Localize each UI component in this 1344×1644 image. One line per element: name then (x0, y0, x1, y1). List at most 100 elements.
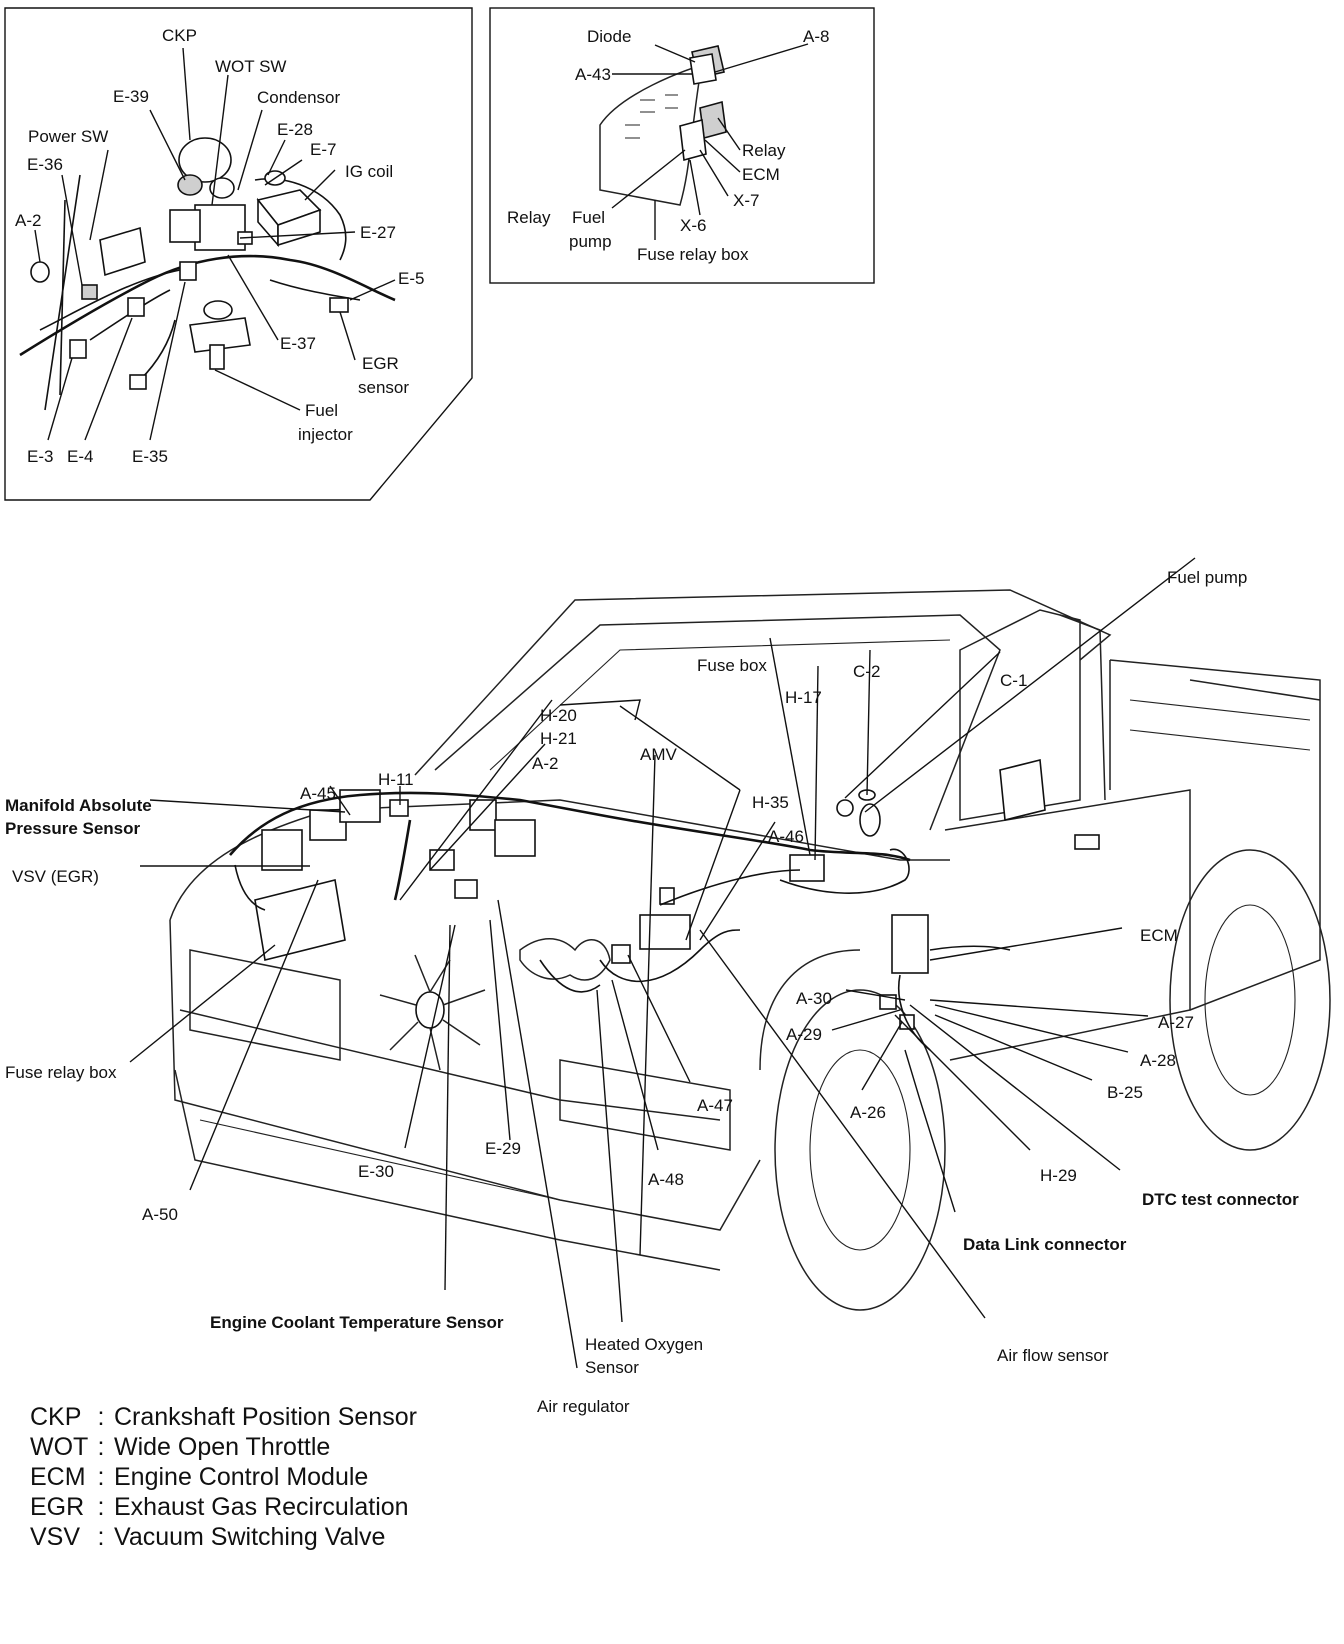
distributor-cap (178, 137, 232, 183)
relay-inset-frame (489, 7, 875, 284)
legend-row: ECM : Engine Control Module (30, 1462, 417, 1492)
label-h29: H-29 (1040, 1166, 1077, 1185)
label-c1: C-1 (1000, 671, 1027, 690)
label-ho2-2: Sensor (585, 1358, 639, 1377)
fuse-relay-box (261, 829, 303, 871)
label-a43: A-43 (575, 65, 611, 84)
truck-drawing: Fuel pump Fuse box C-2 C-1 H-17 H-20 H-2… (5, 557, 1331, 1416)
legend-row: CKP : Crankshaft Position Sensor (30, 1402, 417, 1432)
label-h21: H-21 (540, 729, 577, 748)
label-relay-right: Relay (742, 141, 786, 160)
label-a29: A-29 (786, 1025, 822, 1044)
label-ckp: CKP (162, 26, 197, 45)
legend-meaning: Exhaust Gas Recirculation (114, 1493, 409, 1521)
label-a48: A-48 (648, 1170, 684, 1189)
label-diode: Diode (587, 27, 631, 46)
label-injector-1: Fuel (305, 401, 338, 420)
h11-connector (389, 799, 409, 817)
label-c2: C-2 (853, 662, 880, 681)
label-relay-left: Relay (507, 208, 551, 227)
side-window (959, 609, 1081, 821)
label-fuse-relay-box-inset: Fuse relay box (637, 245, 749, 264)
label-amv: AMV (640, 745, 678, 764)
door (944, 789, 1191, 1061)
label-ect: Engine Coolant Temperature Sensor (210, 1313, 504, 1332)
label-e27: E-27 (360, 223, 396, 242)
legend-colon: : (97, 1463, 105, 1491)
windshield (434, 614, 1001, 831)
label-vsv-egr: VSV (EGR) (12, 867, 99, 886)
label-a46: A-46 (768, 827, 804, 846)
label-e39: E-39 (113, 87, 149, 106)
label-condensor: Condensor (257, 88, 341, 107)
label-e30: E-30 (358, 1162, 394, 1181)
legend-colon: : (97, 1403, 105, 1431)
label-egr-2: sensor (358, 378, 409, 397)
engine-harness (19, 254, 396, 357)
label-fuse-box: Fuse box (697, 656, 767, 675)
label-ecm-relay: ECM (742, 165, 780, 184)
label-a8: A-8 (803, 27, 829, 46)
label-a2-main: A-2 (532, 754, 558, 773)
label-dtc: DTC test connector (1142, 1190, 1299, 1209)
label-egr-1: EGR (362, 354, 399, 373)
legend-meaning: Engine Control Module (114, 1463, 369, 1491)
washer-tank (254, 879, 346, 961)
label-e35: E-35 (132, 447, 168, 466)
label-a2-inset: A-2 (15, 211, 41, 230)
label-a27: A-27 (1158, 1013, 1194, 1032)
side-mirror (999, 758, 1046, 822)
label-air-regulator: Air regulator (537, 1397, 630, 1416)
legend-meaning: Crankshaft Position Sensor (114, 1403, 417, 1431)
legend-abbr: ECM (30, 1463, 86, 1491)
label-e4: E-4 (67, 447, 93, 466)
legend-meaning: Vacuum Switching Valve (114, 1523, 386, 1551)
legend-meaning: Wide Open Throttle (114, 1433, 331, 1461)
egr-sensor-connector (329, 297, 349, 313)
label-a50: A-50 (142, 1205, 178, 1224)
label-a45: A-45 (300, 784, 336, 803)
label-wot-sw: WOT SW (215, 57, 286, 76)
label-ecm-main: ECM (1140, 926, 1178, 945)
label-injector-2: injector (298, 425, 353, 444)
label-map-1: Manifold Absolute (5, 796, 152, 815)
label-e29: E-29 (485, 1139, 521, 1158)
fuse-box (789, 854, 825, 882)
legend-row: VSV : Vacuum Switching Valve (30, 1522, 417, 1552)
label-x7: X-7 (733, 191, 759, 210)
label-data-link: Data Link connector (963, 1235, 1127, 1254)
legend-row: WOT : Wide Open Throttle (30, 1432, 417, 1462)
fuel-pump-relay (679, 118, 707, 162)
label-fuel-pump: Fuel pump (1167, 568, 1247, 587)
label-a47: A-47 (697, 1096, 733, 1115)
label-a30: A-30 (796, 989, 832, 1008)
label-e28: E-28 (277, 120, 313, 139)
label-a28: A-28 (1140, 1051, 1176, 1070)
headlight-right (559, 1059, 731, 1151)
rear-wheel (1169, 849, 1331, 1151)
engine-inset: CKP WOT SW E-39 Condensor Power SW E-28 … (4, 7, 473, 501)
label-power-sw: Power SW (28, 127, 108, 146)
label-fuel: Fuel (572, 208, 605, 227)
air-flow-sensor-body (639, 914, 691, 950)
legend-abbr: EGR (30, 1493, 85, 1521)
label-e37: E-37 (280, 334, 316, 353)
legend-colon: : (97, 1493, 105, 1521)
relay-inset: Diode A-8 A-43 Relay ECM X-7 Relay Fuel … (489, 7, 875, 284)
power-switch (99, 226, 146, 277)
label-h17: H-17 (785, 688, 822, 707)
label-e36: E-36 (27, 155, 63, 174)
label-ho2-1: Heated Oxygen (585, 1335, 703, 1354)
label-a26: A-26 (850, 1103, 886, 1122)
label-ig-coil: IG coil (345, 162, 393, 181)
grille-left (189, 949, 341, 1061)
label-b25: B-25 (1107, 1083, 1143, 1102)
legend-row: EGR : Exhaust Gas Recirculation (30, 1492, 417, 1522)
label-h11: H-11 (378, 770, 414, 789)
label-fuse-relay-box-main: Fuse relay box (5, 1063, 117, 1082)
legend-abbr: VSV (30, 1523, 81, 1551)
legend-abbr: WOT (30, 1433, 89, 1461)
egr-valve-base (189, 317, 251, 353)
label-x6: X-6 (680, 216, 706, 235)
